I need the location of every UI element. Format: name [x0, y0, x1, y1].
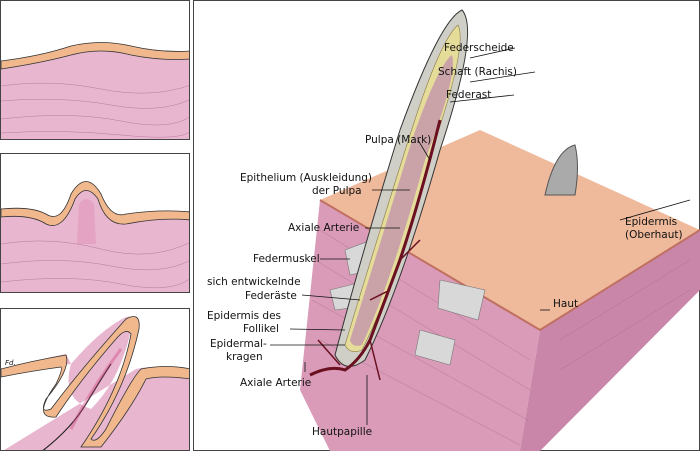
label-epidermis-follikel-2: Follikel	[243, 323, 279, 335]
label-epithelium-2: der Pulpa	[312, 185, 362, 197]
label-axiale-arterie-lower: Axiale Arterie	[240, 377, 312, 389]
artist-signature: Fd.	[5, 359, 16, 367]
label-epithelium-1: Epithelium (Auskleidung)	[240, 172, 373, 184]
skin-block-side	[520, 230, 700, 451]
label-federmuskel: Federmuskel	[253, 253, 320, 265]
label-axiale-arterie-upper: Axiale Arterie	[288, 222, 360, 234]
feather-bud-illustration	[1, 181, 189, 292]
label-hautpapille: Hautpapille	[312, 426, 373, 438]
label-federaeste-1: sich entwickelnde	[207, 276, 301, 288]
label-federaeste-2: Federäste	[245, 290, 297, 302]
label-federscheide: Federscheide	[444, 42, 514, 54]
stage-panel-3: Fd.	[0, 308, 190, 451]
pulp	[350, 55, 453, 346]
axial-artery	[309, 119, 442, 377]
label-epidermis-1: Epidermis	[625, 216, 678, 228]
small-feather-tip	[544, 144, 578, 196]
flat-epidermis-illustration	[1, 42, 189, 139]
label-federast: Federast	[446, 89, 492, 101]
label-epidermis-2: (Oberhaut)	[625, 229, 683, 241]
label-schaft: Schaft (Rachis)	[438, 66, 518, 78]
label-haut: Haut	[553, 298, 579, 310]
label-pulpa: Pulpa (Mark)	[365, 134, 432, 146]
stage-panel-1	[0, 0, 190, 140]
stage-panel-2	[0, 153, 190, 293]
label-epidermis-follikel-1: Epidermis des	[207, 310, 282, 322]
follicle-forming-illustration	[1, 309, 189, 450]
label-kragen-2: kragen	[226, 351, 263, 363]
label-kragen-1: Epidermal-	[210, 338, 267, 350]
